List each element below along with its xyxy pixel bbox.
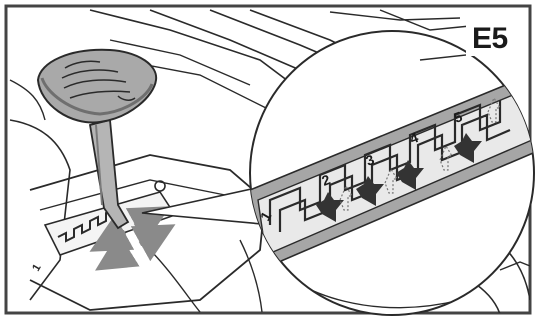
zoom-detail: 1 2 3 4 5 [250, 31, 537, 315]
figure-label: E5 [472, 24, 508, 54]
